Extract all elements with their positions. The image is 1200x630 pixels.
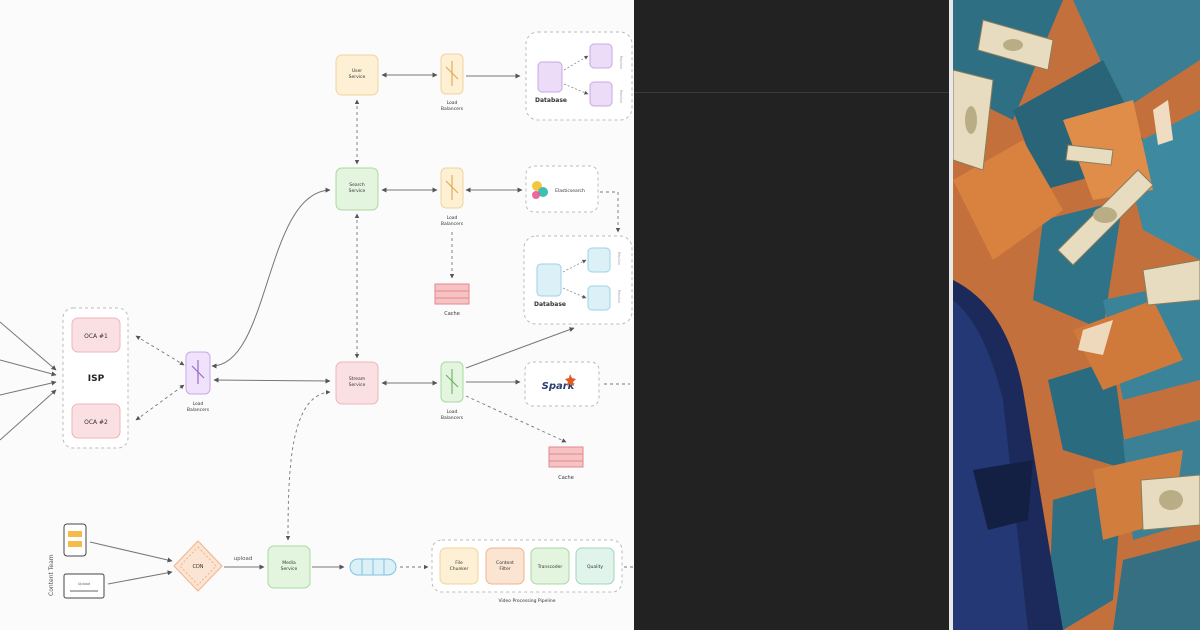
spark-label: Spark [542, 381, 576, 392]
content-team-label: Content Team [48, 554, 55, 596]
user-service-label-2: Service [349, 74, 366, 80]
search-cache: Cache [434, 283, 470, 317]
money-illustration [953, 0, 1200, 630]
media-service: Media Service [267, 545, 311, 589]
file-chunker-box [439, 547, 479, 585]
content-filter-label-1: Content [496, 560, 514, 566]
search-lb-label-2: Balancers [441, 221, 464, 227]
oca-2-box [71, 403, 121, 439]
main-load-balancer: Load Balancers [185, 351, 211, 413]
pipeline-label: Video Processing Pipeline [498, 598, 555, 604]
search-service: Search Service [335, 167, 379, 211]
elasticsearch-box: Elasticsearch [525, 165, 599, 213]
panel-gap [949, 0, 953, 630]
media-service-label-1: Media [282, 560, 296, 566]
oca-1-label: OCA #1 [84, 333, 108, 340]
architecture-diagram-panel: OCA #1 ISP OCA #2 Load Balancers User Se… [0, 31, 634, 604]
user-service: User Service [335, 54, 379, 96]
search-service-label-2: Service [349, 188, 366, 194]
tablet-icon [63, 523, 87, 557]
spark-box: Spark [524, 361, 600, 407]
message-queue [349, 558, 397, 576]
client-connection-lines [0, 321, 57, 441]
isp-label: ISP [88, 374, 105, 384]
quality-label: Quality [587, 564, 603, 570]
user-service-label-1: User [352, 68, 362, 74]
search-load-balancer: Load Balancers [440, 167, 464, 227]
dark-panel [634, 0, 949, 630]
stream-load-balancer: Load Balancers [440, 361, 464, 421]
isp-group: OCA #1 ISP OCA #2 [62, 307, 129, 449]
oca-2-label: OCA #2 [84, 419, 108, 426]
upload-window-icon [63, 573, 105, 599]
main-lb-label-1: Load [193, 401, 204, 407]
upload-window-text: Upload [78, 582, 90, 586]
panel-divider [634, 92, 949, 93]
user-replica-label-1: Replica [619, 56, 623, 69]
file-chunker-label-2: Chunker [450, 566, 469, 572]
cdn-node: CDN [173, 540, 223, 592]
cdn-label: CDN [192, 564, 203, 570]
stream-service-label-1: Stream [349, 376, 365, 382]
content-team: Content Team Upload [48, 523, 105, 599]
search-lb-label-1: Load [447, 215, 458, 221]
user-replica-label-2: Replica [619, 90, 623, 103]
video-processing-pipeline: File Chunker Content Filter Transcoder Q… [431, 539, 623, 604]
search-replica-label-2: Replica [617, 290, 621, 303]
transcoder-box [530, 547, 570, 585]
quality-box [575, 547, 615, 585]
oca-1-box [71, 317, 121, 353]
main-lb-label-2: Balancers [187, 407, 210, 413]
stream-service: Stream Service [335, 361, 379, 405]
stream-lb-label-2: Balancers [441, 415, 464, 421]
upload-label: upload [234, 556, 253, 562]
user-lb-label-2: Balancers [441, 106, 464, 112]
transcoder-label: Transcoder [537, 564, 563, 570]
stream-cache: Cache [548, 446, 584, 481]
stream-lb-label-1: Load [447, 409, 458, 415]
search-cache-label: Cache [444, 311, 460, 317]
stream-service-label-2: Service [349, 382, 366, 388]
stream-cache-label: Cache [558, 475, 574, 481]
user-database-group: Database Replica Replica [525, 31, 633, 121]
user-database-label: Database [535, 97, 567, 104]
file-chunker-label-1: File [455, 560, 463, 566]
search-service-label-1: Search [349, 182, 365, 188]
user-load-balancer: Load Balancers [440, 53, 464, 112]
elasticsearch-label: Elasticsearch [555, 188, 585, 194]
user-lb-label-1: Load [447, 100, 458, 106]
content-filter-box [485, 547, 525, 585]
search-database-group: Database Replica Replica [523, 235, 633, 325]
content-filter-label-2: Filter [499, 566, 510, 572]
search-database-label: Database [534, 301, 566, 308]
search-replica-label-1: Replica [617, 252, 621, 265]
media-service-label-2: Service [281, 566, 298, 572]
